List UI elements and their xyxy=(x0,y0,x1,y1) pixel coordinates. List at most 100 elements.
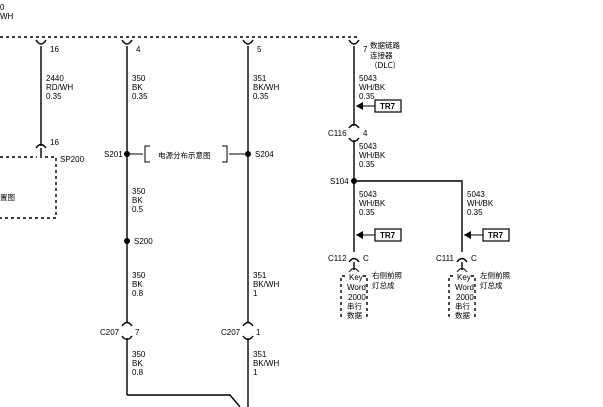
svg-text:RD/WH: RD/WH xyxy=(46,83,73,92)
c207-1-pin: 1 xyxy=(256,328,261,337)
svg-text:5043: 5043 xyxy=(359,142,377,151)
svg-text:TR7: TR7 xyxy=(380,102,396,111)
wire-351-label-mid: 351 BK/WH 1 xyxy=(253,271,279,298)
svg-text:Word: Word xyxy=(347,283,366,292)
module-box-label: 置图 xyxy=(0,193,15,202)
svg-text:351: 351 xyxy=(253,350,267,359)
wire-350-label-bottom: 350 BK 0.8 xyxy=(132,350,146,377)
svg-text:BK/WH: BK/WH xyxy=(253,359,279,368)
wire-5043-label-3: 5043 WH/BK 0.35 xyxy=(359,190,386,217)
connector-16-cup xyxy=(35,143,47,149)
wire-351-label-bottom: 351 BK/WH 1 xyxy=(253,350,279,377)
c207-7-name: C207 xyxy=(100,328,120,337)
svg-text:BK/WH: BK/WH xyxy=(253,83,279,92)
svg-text:5043: 5043 xyxy=(359,74,377,83)
sp200-dashed-block xyxy=(0,156,57,219)
top-connector-cups xyxy=(35,39,360,45)
power-distribution-label: 电源分布示意图 xyxy=(158,150,211,160)
svg-text:Key: Key xyxy=(457,273,471,282)
c111-connector-top xyxy=(456,257,468,263)
svg-text:Word: Word xyxy=(455,283,474,292)
svg-text:（DLC）: （DLC） xyxy=(370,61,400,70)
svg-text:右侧前照: 右侧前照 xyxy=(372,270,402,280)
svg-text:0.35: 0.35 xyxy=(359,208,375,217)
svg-text:WH/BK: WH/BK xyxy=(359,83,386,92)
svg-text:0.35: 0.35 xyxy=(46,92,62,101)
svg-text:350: 350 xyxy=(132,187,146,196)
sp200-label: SP200 xyxy=(60,155,85,164)
svg-text:数据链路: 数据链路 xyxy=(370,40,400,50)
svg-text:0.35: 0.35 xyxy=(359,92,375,101)
c112-pin: C xyxy=(363,254,369,263)
wire-350-bottom-run xyxy=(127,394,241,407)
s104-label: S104 xyxy=(330,177,349,186)
wire-2440-label: 2440 RD/WH 0.35 xyxy=(46,74,73,101)
svg-text:0.35: 0.35 xyxy=(467,208,483,217)
svg-text:数据: 数据 xyxy=(455,310,470,320)
c111-name: C111 xyxy=(436,254,454,263)
pin-7-label: 7 xyxy=(363,45,368,54)
wire-5043-label-1: 5043 WH/BK 0.35 xyxy=(359,74,386,101)
c116-name: C116 xyxy=(328,129,347,138)
wire-5043-branch xyxy=(354,180,463,252)
wire-5043-label-2: 5043 WH/BK 0.35 xyxy=(359,142,386,169)
svg-text:WH/BK: WH/BK xyxy=(359,199,386,208)
pin-4-label: 4 xyxy=(136,45,141,54)
power-distribution-bracket xyxy=(130,145,245,163)
splice-s204 xyxy=(245,151,251,157)
c116-connector-top xyxy=(348,123,360,129)
svg-text:BK/WH: BK/WH xyxy=(253,280,279,289)
svg-text:TR7: TR7 xyxy=(380,231,396,240)
svg-text:5043: 5043 xyxy=(359,190,377,199)
svg-text:0.8: 0.8 xyxy=(132,289,144,298)
svg-text:351: 351 xyxy=(253,74,267,83)
wire-350-label-mid: 350 BK 0.5 xyxy=(132,187,146,214)
edge-label-wh: WH xyxy=(0,12,14,21)
svg-text:350: 350 xyxy=(132,350,146,359)
svg-text:BK: BK xyxy=(132,359,143,368)
wire-350-label-top: 350 BK 0.35 xyxy=(132,74,148,101)
wire-350-label-low: 350 BK 0.8 xyxy=(132,271,146,298)
svg-text:350: 350 xyxy=(132,271,146,280)
left-headlamp-label: 左侧前照 灯总成 xyxy=(480,270,510,290)
s201-label: S201 xyxy=(104,150,123,159)
svg-text:1: 1 xyxy=(253,289,258,298)
s204-label: S204 xyxy=(255,150,274,159)
svg-text:灯总成: 灯总成 xyxy=(480,280,503,290)
c207-7-pin: 7 xyxy=(135,328,140,337)
wire-5043-label-4: 5043 WH/BK 0.35 xyxy=(467,190,494,217)
wire-351-label-top: 351 BK/WH 0.35 xyxy=(253,74,279,101)
svg-text:5043: 5043 xyxy=(467,190,485,199)
svg-text:BK: BK xyxy=(132,196,143,205)
connector-16-pin: 16 xyxy=(50,138,59,147)
pin-16-label: 16 xyxy=(50,45,59,54)
svg-text:BK: BK xyxy=(132,280,143,289)
svg-text:串行: 串行 xyxy=(455,301,470,311)
c207-1-name: C207 xyxy=(221,328,241,337)
splice-s200 xyxy=(124,238,130,244)
c112-connector-top xyxy=(348,257,360,263)
svg-text:左侧前照: 左侧前照 xyxy=(480,270,510,280)
svg-text:0.35: 0.35 xyxy=(253,92,269,101)
svg-text:WH/BK: WH/BK xyxy=(467,199,494,208)
svg-text:0.5: 0.5 xyxy=(132,205,144,214)
svg-text:BK: BK xyxy=(132,83,143,92)
svg-text:1: 1 xyxy=(253,368,258,377)
svg-text:350: 350 xyxy=(132,74,146,83)
right-headlamp-label: 右侧前照 灯总成 xyxy=(372,270,402,290)
tr7-marker-c: TR7 xyxy=(464,228,510,242)
svg-text:连接器: 连接器 xyxy=(370,50,393,60)
splice-s201 xyxy=(124,151,130,157)
tr7-marker-a: TR7 xyxy=(356,99,402,113)
svg-text:351: 351 xyxy=(253,271,267,280)
svg-text:0.8: 0.8 xyxy=(132,368,144,377)
svg-text:0.35: 0.35 xyxy=(359,160,375,169)
c111-pin: C xyxy=(471,254,477,263)
svg-text:2000: 2000 xyxy=(348,293,366,302)
svg-text:2000: 2000 xyxy=(456,293,474,302)
right-headlamp-component: Key Word 2000 串行 数据 xyxy=(340,268,368,320)
svg-text:灯总成: 灯总成 xyxy=(372,280,395,290)
pin-5-label: 5 xyxy=(257,45,262,54)
dlc-label: 数据链路 连接器 （DLC） xyxy=(370,40,400,70)
svg-text:Key: Key xyxy=(349,273,363,282)
